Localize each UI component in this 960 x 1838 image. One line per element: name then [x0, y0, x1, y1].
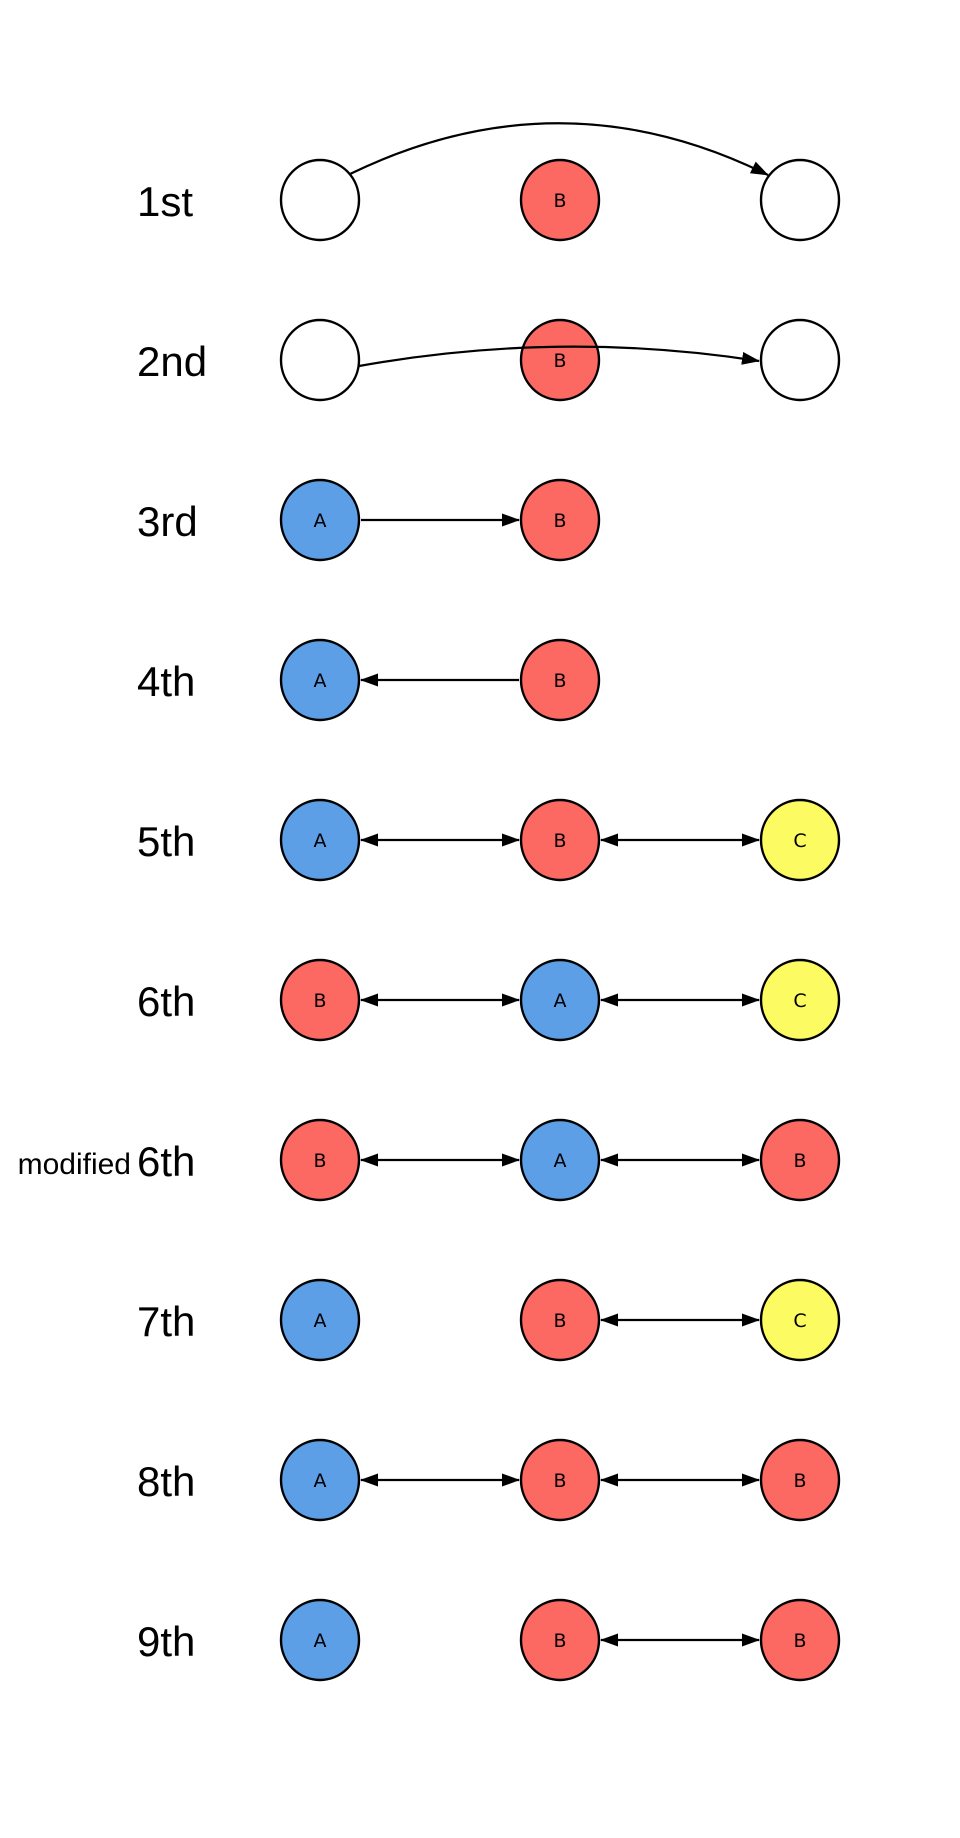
node-letter: B	[553, 1630, 566, 1652]
edge-arrow	[349, 122, 769, 176]
node-circle-b	[759, 1118, 841, 1202]
node-circle-a	[279, 478, 361, 562]
row-label: 3rd	[137, 498, 198, 545]
node-circle-b	[519, 478, 601, 562]
row-label: 5th	[137, 818, 195, 865]
node-letter: A	[314, 1310, 327, 1332]
row-label: 6th	[137, 978, 195, 1025]
row-label: 7th	[137, 1298, 195, 1345]
row-label: 9th	[137, 1618, 195, 1665]
node-circle-b	[519, 1438, 601, 1522]
node-letter: B	[553, 190, 566, 212]
node-circle-a	[279, 1278, 361, 1362]
node-circle-b	[279, 958, 361, 1042]
node-letter: B	[553, 670, 566, 692]
row-label-prefix: modified	[18, 1148, 131, 1181]
node-circle-b	[519, 638, 601, 722]
node-circle-b	[519, 798, 601, 882]
row-label: 1st	[137, 178, 193, 225]
node-letter: B	[313, 1150, 326, 1172]
node-circle-a	[519, 958, 601, 1042]
node-circle-blank	[279, 318, 361, 402]
node-circle-a	[279, 798, 361, 882]
node-circle-b	[519, 1278, 601, 1362]
node-letter: C	[793, 1310, 806, 1332]
node-circle-blank	[279, 158, 361, 242]
node-circle-a	[519, 1118, 601, 1202]
edge-arrow	[358, 345, 760, 368]
node-letter: A	[314, 670, 327, 692]
node-letter: B	[553, 1470, 566, 1492]
node-circle-b	[759, 1438, 841, 1522]
node-letter: C	[793, 990, 806, 1012]
row-label: 6th	[137, 1138, 195, 1185]
row-label: 2nd	[137, 338, 207, 385]
node-letter: B	[553, 510, 566, 532]
node-circle-blank	[759, 318, 841, 402]
node-circle-a	[279, 638, 361, 722]
node-letter: A	[314, 510, 327, 532]
node-circle-b	[759, 1598, 841, 1682]
node-circle-c	[759, 1278, 841, 1362]
node-letter: A	[314, 1470, 327, 1492]
node-letter: A	[314, 1630, 327, 1652]
node-circle-blank	[759, 158, 841, 242]
node-letter: B	[553, 350, 566, 372]
node-letter: B	[793, 1150, 806, 1172]
node-circle-b	[519, 158, 601, 242]
node-circle-c	[759, 958, 841, 1042]
node-circle-b	[519, 318, 601, 402]
row-label: 4th	[137, 658, 195, 705]
node-circle-b	[279, 1118, 361, 1202]
node-letter: B	[553, 830, 566, 852]
node-circle-a	[279, 1598, 361, 1682]
node-letter: B	[553, 1310, 566, 1332]
node-letter: A	[554, 1150, 567, 1172]
node-letter: B	[793, 1470, 806, 1492]
node-letter: A	[314, 830, 327, 852]
node-circle-a	[279, 1438, 361, 1522]
row-label: 8th	[137, 1458, 195, 1505]
node-letter: B	[793, 1630, 806, 1652]
node-circle-c	[759, 798, 841, 882]
node-letter: A	[554, 990, 567, 1012]
node-circle-b	[519, 1598, 601, 1682]
node-letter: C	[793, 830, 806, 852]
node-letter: B	[313, 990, 326, 1012]
